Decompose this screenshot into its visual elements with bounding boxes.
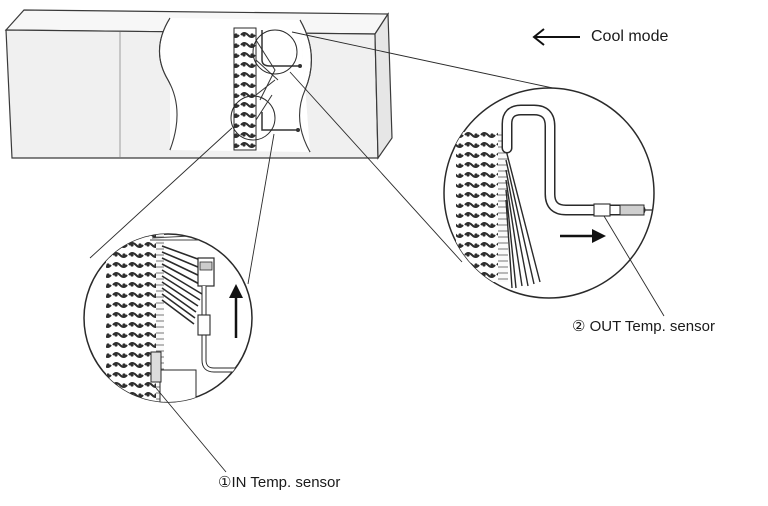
in-sensor-number: ① (218, 474, 232, 491)
left-arrow-icon (532, 28, 580, 46)
projection-lines (89, 31, 563, 285)
out-sensor-text: OUT Temp. sensor (589, 318, 715, 335)
indoor-unit (4, 9, 393, 160)
out-sensor-detail (443, 87, 665, 317)
cool-mode-label: Cool mode (591, 28, 669, 45)
in-temp-sensor-label: ①IN Temp. sensor (218, 473, 340, 491)
in-sensor-text: IN Temp. sensor (231, 474, 341, 491)
unit-coil (230, 27, 302, 151)
out-temp-sensor-label: ② OUT Temp. sensor (572, 317, 715, 335)
out-sensor-number: ② (572, 318, 586, 335)
in-sensor-detail (83, 233, 253, 473)
right-arrow-icon (560, 229, 606, 243)
up-arrow-icon (229, 284, 243, 338)
